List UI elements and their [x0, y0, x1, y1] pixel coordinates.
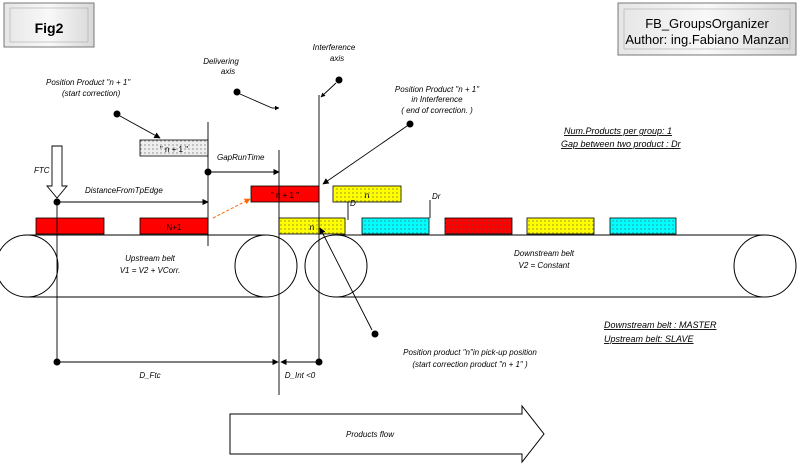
product-ghost-label: " n + 1 " — [160, 145, 188, 154]
product-ghost-start: " n + 1 " — [139, 139, 209, 157]
interf-line3: ( end of correction. ) — [401, 106, 473, 115]
ftc-sensor: FTC — [34, 145, 68, 199]
callout-start-line2: (start correction) — [62, 89, 121, 98]
callout-interference-axis: Interference axis — [313, 43, 356, 98]
gap-run-time: GapRunTime — [204, 153, 280, 176]
product-red-1 — [35, 217, 105, 235]
product-n-plus-1-label: N+1 — [167, 223, 182, 232]
gap-text: Gap between two product : Dr — [561, 139, 682, 149]
d-ftc-dimension: D_Ftc — [53, 358, 279, 380]
dr-marker: Dr D — [350, 192, 441, 208]
ftc-label: FTC — [34, 166, 50, 175]
gap-run-time-label: GapRunTime — [217, 153, 265, 162]
downstream-master-text: Downstream belt : MASTER — [604, 320, 717, 330]
downstream-belt-label: Downstream belt — [514, 249, 575, 258]
callout-interference-position: Position Product "n + 1" in Interference… — [322, 85, 480, 185]
upstream-belt-label: Upstream belt — [125, 254, 176, 263]
reference-lines — [56, 95, 431, 395]
delivering-line2: axis — [221, 67, 235, 76]
title-block-line1: FB_GroupsOrganizer — [645, 16, 769, 31]
interference-line1: Interference — [313, 43, 356, 52]
product-yellow-top: n — [332, 185, 402, 203]
dr-label: Dr — [432, 192, 441, 201]
callout-start-correction: Position Product "n + 1" (start correcti… — [46, 78, 161, 139]
correction-arrow — [212, 198, 251, 219]
d-int-label: D_Int <0 — [285, 371, 316, 380]
callout-pickup-position: Position product "n"in pick-up position … — [319, 227, 537, 369]
product-yellow-top-label: n — [365, 191, 369, 200]
interf-line2: in Interference — [411, 95, 463, 104]
interf-line1: Position Product "n + 1" — [395, 85, 480, 94]
title-block: FB_GroupsOrganizer Author: ing.Fabiano M… — [617, 2, 797, 56]
d-int-dimension: D_Int <0 — [280, 358, 323, 380]
distance-label: DistanceFromTpEdge — [85, 186, 163, 195]
callout-delivering-axis: Delivering axis — [203, 57, 280, 111]
products-on-belt: N+1 n — [35, 217, 677, 235]
upstream-belt-speed: V1 = V2 + VCorr. — [120, 266, 181, 275]
pickup-line2: (start correction product "n + 1" ) — [412, 360, 528, 369]
product-n-label: n — [310, 223, 314, 232]
pickup-line1: Position product "n"in pick-up position — [403, 348, 537, 357]
upstream-belt — [0, 234, 298, 298]
delivering-line1: Delivering — [203, 57, 239, 66]
upstream-slave-text: Upstream belt: SLAVE — [604, 334, 695, 344]
figure-badge: Fig2 — [3, 2, 95, 48]
title-block-line2: Author: ing.Fabiano Manzan — [625, 32, 788, 47]
num-products-text: Num.Products per group: 1 — [564, 126, 672, 136]
product-red-interference-label: " n + 1 " — [271, 191, 299, 200]
distance-from-tp-edge: DistanceFromTpEdge — [53, 186, 209, 206]
d-ftc-label: D_Ftc — [139, 371, 160, 380]
product-red-interference: " n + 1 " — [250, 185, 320, 203]
dr-label-left: D — [350, 199, 356, 208]
interference-line2: axis — [330, 54, 344, 63]
downstream-belt — [304, 234, 797, 298]
products-flow-arrow: Products flow — [229, 404, 545, 464]
callout-start-line1: Position Product "n + 1" — [46, 78, 131, 87]
products-flow-label: Products flow — [346, 430, 395, 439]
downstream-belt-speed: V2 = Constant — [519, 261, 571, 270]
figure-title: Fig2 — [35, 20, 64, 36]
